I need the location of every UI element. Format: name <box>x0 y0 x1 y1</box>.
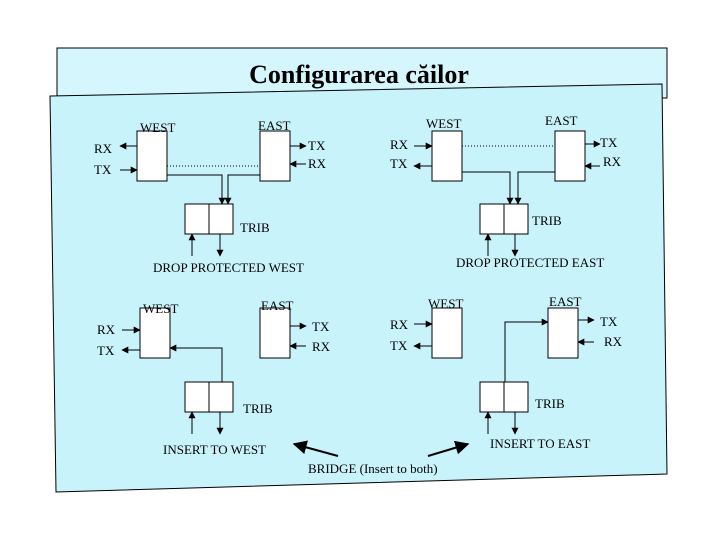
east-node-box <box>547 307 579 359</box>
tx-right-label: TX <box>308 138 326 153</box>
trib-label: TRIB <box>535 396 565 411</box>
insert-path <box>504 318 549 382</box>
slide-title: Configurarea căilor <box>249 60 469 89</box>
tx-left-label: TX <box>97 343 115 358</box>
drop-path-west <box>167 174 226 205</box>
diagram-drop-protected-west <box>119 130 307 257</box>
west-label: WEST <box>143 301 179 316</box>
trib-box-right <box>208 203 234 235</box>
west-node-box <box>431 130 463 182</box>
east-label: EAST <box>258 118 291 133</box>
rx-left-label: RX <box>390 317 409 332</box>
trib-box-left <box>184 203 210 235</box>
west-node-box <box>136 130 168 182</box>
tx-left-label: TX <box>390 156 408 171</box>
trib-label: TRIB <box>240 220 270 235</box>
caption-insert-to-west: INSERT TO WEST <box>163 442 266 457</box>
rx-left-label: RX <box>390 137 409 152</box>
east-label: EAST <box>545 113 578 128</box>
west-node-box <box>139 307 171 359</box>
trib-box-left <box>184 381 210 413</box>
tx-right-label: TX <box>600 135 618 150</box>
drop-path-west <box>462 171 514 205</box>
rx-right-label: RX <box>603 154 622 169</box>
caption-drop-protected-west: DROP PROTECTED WEST <box>153 260 304 275</box>
rx-left-label: RX <box>94 141 113 156</box>
west-label: WEST <box>426 116 462 131</box>
east-label: EAST <box>261 298 294 313</box>
tx-left-label: TX <box>94 162 112 177</box>
east-node-box <box>259 130 291 182</box>
diagram-insert-to-east <box>413 307 595 435</box>
rx-left-label: RX <box>97 322 116 337</box>
drop-path-east <box>224 174 260 205</box>
rx-right-label: RX <box>308 156 327 171</box>
caption-insert-to-east: INSERT TO EAST <box>490 436 591 451</box>
east-node-box <box>259 307 291 359</box>
trib-label: TRIB <box>243 401 273 416</box>
west-label: WEST <box>428 296 464 311</box>
trib-box-left <box>479 203 505 235</box>
trib-box-right <box>503 381 529 413</box>
bridge-arrow-right <box>427 440 470 457</box>
trib-label: TRIB <box>532 213 562 228</box>
east-label: EAST <box>549 294 582 309</box>
trib-box-right <box>503 203 529 235</box>
trib-box-right <box>208 381 234 413</box>
drop-path-east <box>514 171 555 205</box>
back-panel <box>56 47 668 99</box>
west-node-box <box>431 307 463 359</box>
rx-right-label: RX <box>312 339 331 354</box>
rx-right-label: RX <box>604 334 623 349</box>
bridge-arrow-left <box>292 440 339 457</box>
west-label: WEST <box>140 120 176 135</box>
caption-drop-protected-east: DROP PROTECTED EAST <box>456 255 605 270</box>
caption-bridge: BRIDGE (Insert to both) <box>308 461 438 476</box>
diagram-drop-protected-east <box>413 130 601 257</box>
diagram-insert-to-west <box>121 307 307 435</box>
tx-right-label: TX <box>600 314 618 329</box>
east-node-box <box>554 130 586 182</box>
insert-path <box>169 344 223 382</box>
tx-right-label: TX <box>312 319 330 334</box>
trib-box-left <box>479 381 505 413</box>
tx-left-label: TX <box>390 338 408 353</box>
